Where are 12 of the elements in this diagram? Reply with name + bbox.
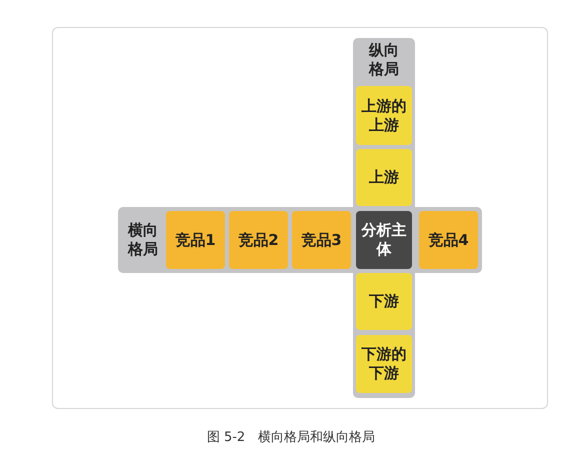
cell: 下游	[356, 273, 412, 330]
band-label: 纵向格局	[368, 41, 400, 79]
caption: 图 5-2 横向格局和纵向格局	[206, 429, 376, 446]
cell: 下游的下游	[356, 335, 412, 393]
band-label: 横向格局	[126, 221, 159, 259]
cell: 竞品2	[229, 211, 288, 269]
cell: 上游的上游	[356, 86, 412, 145]
cell: 竞品4	[419, 211, 478, 269]
cell: 竞品1	[166, 211, 225, 269]
cell: 竞品3	[292, 211, 351, 269]
cell: 上游	[356, 149, 412, 206]
cell: 分析主体	[356, 211, 412, 269]
